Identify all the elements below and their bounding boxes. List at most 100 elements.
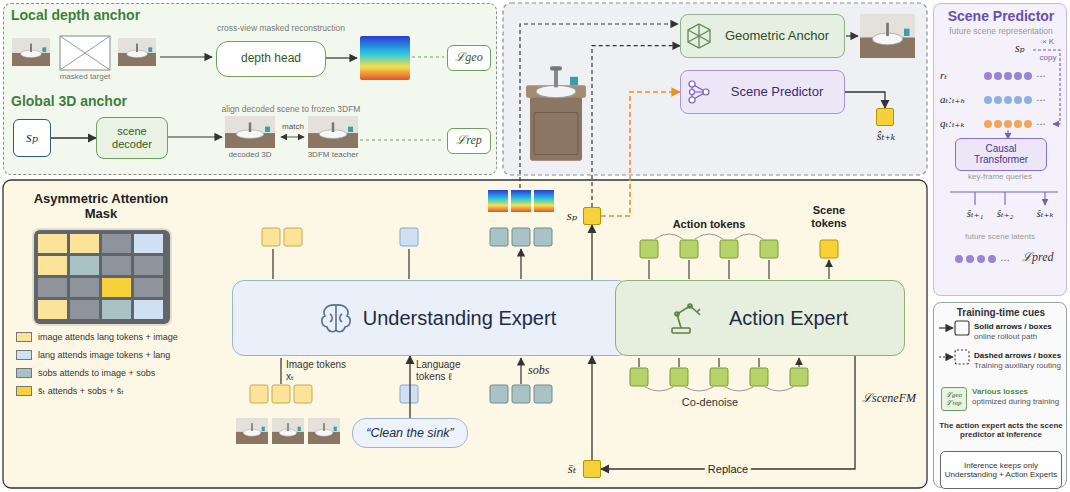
attention-mask (134, 278, 163, 297)
annotation-label: sobs (528, 364, 562, 378)
action-token-row (655, 234, 763, 239)
attention-mask (102, 300, 131, 319)
predictor-figure (984, 72, 992, 80)
attention-mask (70, 300, 99, 319)
attention-mask (38, 256, 67, 275)
node-heading: optimized during training (972, 397, 1065, 406)
legend-samples (955, 350, 969, 364)
robot-arm-icon (672, 328, 690, 333)
predictor-figure (994, 72, 1002, 80)
decoder-box: scene decoder (96, 117, 168, 159)
depth-anchor-figure (60, 36, 110, 70)
attention-mask (32, 228, 172, 326)
node-label: ℒrep (456, 134, 482, 148)
node-label: Scene Predictor (731, 85, 824, 100)
network-icon (689, 97, 695, 103)
annotation-label: … (1036, 68, 1048, 80)
legend-panel: Training-time cuesSolid arrows / boxeson… (933, 302, 1067, 488)
panel-ground (503, 3, 927, 175)
node-heading: future scene representation (939, 27, 1063, 37)
brain-icon (322, 305, 350, 332)
legend-samples (939, 327, 953, 328)
expert-box: Understanding Expert (232, 280, 630, 356)
node-heading: Training auxiliary routing (974, 361, 1065, 370)
rollout-figure (520, 24, 678, 188)
legend-item: image attends lang tokens + image (16, 332, 228, 342)
predictor-figure (1033, 50, 1060, 124)
node-label: Causal Transformer (959, 143, 1043, 166)
legend-samples (955, 321, 969, 335)
annotation-label: key-frame queries (945, 172, 1055, 181)
annotation-label: aₜ:ₜ₊ₕ (940, 93, 982, 106)
token-row (488, 190, 508, 212)
rollout-figure (860, 14, 915, 58)
connector (845, 92, 885, 108)
predictor-figure (1024, 120, 1032, 128)
token-row (273, 249, 521, 279)
predictor-figure (994, 120, 1002, 128)
global-anchor-figure (308, 116, 358, 148)
predictor-figure (984, 72, 1032, 80)
network-icon (689, 81, 709, 103)
predictor-figure (1004, 96, 1012, 104)
annotation-label: Language tokens ℓ (416, 359, 476, 382)
node-heading: Local depth anchor (11, 7, 211, 23)
action-token-row (720, 240, 738, 258)
annotation-label: rₜ (940, 69, 980, 82)
attention-mask (134, 234, 163, 253)
action-token-row (640, 240, 658, 258)
legend-samples (939, 356, 953, 357)
network-icon (703, 89, 709, 95)
legend-swatch (16, 350, 32, 360)
node-heading: sₚ (563, 209, 581, 224)
legend-swatch (16, 368, 32, 378)
action-token-row (645, 387, 793, 391)
predictor-figure (984, 120, 992, 128)
predictor-figure (1024, 96, 1032, 104)
legend-text: sobs attends to image + sobs (38, 368, 155, 378)
token-row (490, 228, 508, 246)
loss-box: ℒgeo (447, 45, 491, 71)
token-row (534, 190, 554, 212)
node-heading: s̄ₜ (563, 462, 581, 477)
attention-mask (38, 300, 67, 319)
global-anchor-figure (167, 136, 222, 137)
rollout-figure (520, 14, 915, 188)
connector (592, 46, 680, 207)
depth-anchor-figure (360, 36, 410, 80)
node-heading: Global 3D anchor (11, 93, 211, 109)
depth-anchor-figure (118, 38, 156, 66)
node-heading: online rollout path (974, 332, 1065, 341)
node-label: “Clean the sink” (366, 426, 454, 440)
node-label: Inference keeps only Understanding + Act… (944, 461, 1058, 479)
connector (601, 356, 855, 469)
network-icon (689, 81, 695, 87)
depth-anchor-figure (160, 56, 212, 57)
action-token-row (790, 368, 808, 386)
legend-text: image attends lang tokens + image (38, 332, 178, 342)
global-anchor-figure (281, 137, 304, 138)
action-token-row (639, 358, 799, 367)
depth-anchor-figure (326, 57, 357, 58)
legend-samples (939, 321, 969, 364)
predictor-figure (988, 255, 996, 263)
action-token-row (649, 260, 829, 279)
token-row (490, 385, 508, 403)
annotation-label: ℒpred (1022, 251, 1060, 265)
predictor-figure (955, 255, 996, 263)
brain-icon (330, 305, 342, 330)
token-row (281, 358, 521, 384)
panel-ground (933, 302, 1067, 488)
attention-mask (32, 228, 172, 326)
attention-mask (38, 234, 67, 253)
expert-box: Action Expert (615, 280, 905, 356)
action-token-row (760, 240, 778, 258)
annotation-label: match (280, 122, 306, 131)
robot-arm-icon (672, 304, 700, 333)
node-heading: ŝₜ₊ₖ (863, 130, 909, 144)
node-label: scene decoder (100, 125, 164, 150)
